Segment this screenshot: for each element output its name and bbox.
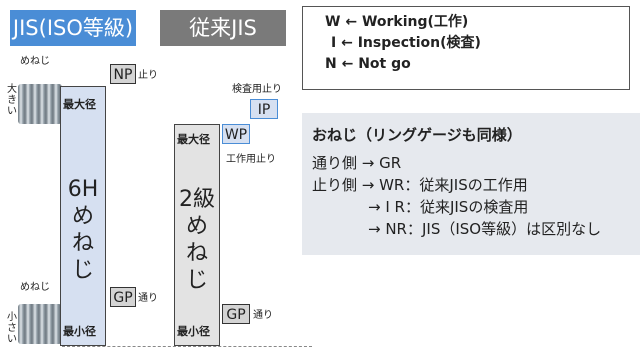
- np-tag: NP: [110, 64, 136, 84]
- screw-top-label: めねじ: [20, 56, 50, 67]
- external-thread-panel: おねじ（リングゲージも同様） 通り側 → GR 止り側 → WR：従来JISの工…: [302, 113, 640, 255]
- legend-letter: W: [325, 14, 341, 30]
- old-max-dia-label: 最大径: [177, 133, 210, 146]
- legend-arrow: ←: [341, 56, 354, 72]
- legend-row-n: N ← Not go: [325, 54, 629, 75]
- jis-min-dia-label: 最小径: [63, 325, 96, 338]
- panel-nogo-line-1: 止り側 → WR：従来JISの工作用: [312, 176, 528, 194]
- legend-text: Not go: [358, 56, 411, 72]
- gp-old-note: 通り: [253, 310, 273, 321]
- legend-text: Working(工作): [361, 14, 469, 30]
- legend-box: W ← Working(工作) I ← Inspection(検査) N ← N…: [302, 6, 630, 90]
- internal-thread-small-icon: [18, 304, 62, 344]
- panel-nogo-line-3: → NR：JIS（ISO等級）は区別なし: [368, 220, 602, 238]
- old-grade-label: 2級 め ね じ: [179, 187, 215, 293]
- legend-row-w: W ← Working(工作): [325, 12, 629, 33]
- tab-old-jis: 従来JIS: [160, 10, 286, 46]
- tab-jis: JIS(ISO等級): [10, 10, 136, 46]
- gp-jis-note: 通り: [138, 293, 158, 304]
- panel-nogo-line-2: → I R：従来JISの検査用: [368, 198, 529, 216]
- ip-note: 検査用止り: [232, 84, 282, 95]
- gp-jis-tag: GP: [110, 287, 136, 307]
- legend-letter: N: [325, 56, 337, 72]
- legend-text: Inspection(検査): [357, 35, 481, 51]
- wp-tag: WP: [222, 124, 250, 144]
- panel-title: おねじ（リングゲージも同様）: [312, 126, 522, 144]
- ip-tag: IP: [250, 99, 278, 119]
- legend-letter: I: [331, 35, 337, 51]
- min-diameter-line: [62, 346, 312, 347]
- jis-max-dia-label: 最大径: [63, 98, 96, 111]
- panel-go-line: 通り側 → GR: [312, 154, 402, 172]
- gp-old-tag: GP: [222, 304, 250, 324]
- size-large-label: 大 き い: [7, 84, 17, 117]
- size-small-label: 小 さ い: [7, 312, 17, 345]
- np-note: 止り: [138, 70, 158, 81]
- screw-bottom-label: めねじ: [20, 282, 50, 293]
- jis-tolerance-column: [60, 86, 106, 346]
- legend-arrow: ←: [345, 14, 358, 30]
- legend-row-i: I ← Inspection(検査): [325, 33, 629, 54]
- legend-arrow: ←: [341, 35, 353, 51]
- old-min-dia-label: 最小径: [177, 325, 210, 338]
- wp-note: 工作用止り: [226, 154, 276, 165]
- internal-thread-large-icon: [18, 84, 62, 124]
- old-jis-tolerance-column: [174, 124, 220, 346]
- jis-grade-label: 6H め ね じ: [67, 177, 99, 283]
